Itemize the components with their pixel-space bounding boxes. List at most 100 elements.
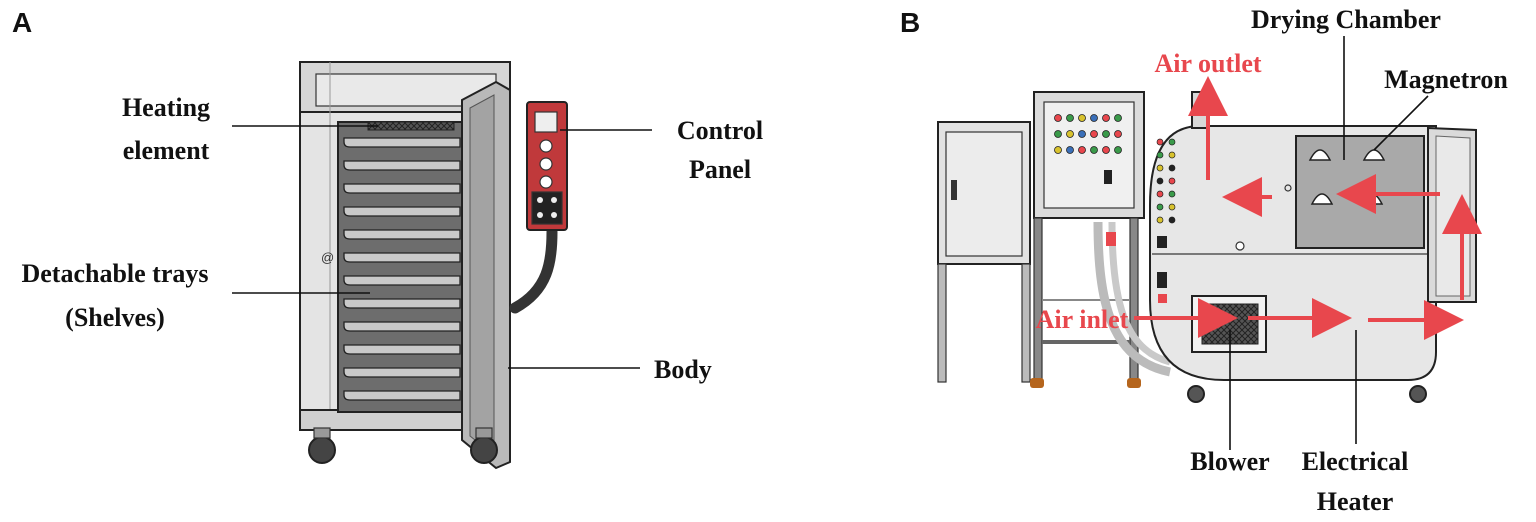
control-light (1078, 114, 1086, 122)
control-light (1078, 146, 1086, 154)
tray-6 (343, 252, 461, 263)
label-trays-line2: (Shelves) (65, 303, 165, 332)
control-light (1066, 114, 1074, 122)
front-light (1156, 138, 1164, 146)
control-lights-group (1054, 114, 1122, 154)
electrical-cabinet-door (945, 131, 1023, 257)
electrical-cabinet-leg-right (1021, 263, 1031, 383)
control-button-block (531, 191, 563, 225)
front-light (1156, 216, 1164, 224)
label-body: Body (654, 355, 712, 384)
control-button-1 (537, 197, 543, 203)
label-air-inlet: Air inlet (1036, 305, 1129, 334)
front-lights-group (1156, 138, 1176, 224)
control-box-switch (1104, 170, 1112, 184)
control-button-4 (551, 212, 557, 218)
front-light (1168, 190, 1176, 198)
front-light (1156, 177, 1164, 185)
tray-10 (343, 344, 461, 355)
control-light (1054, 146, 1062, 154)
front-light (1168, 216, 1176, 224)
tray-3 (343, 183, 461, 194)
front-light (1168, 203, 1176, 211)
tray-5 (343, 229, 461, 240)
control-light (1102, 146, 1110, 154)
wheel-right-mount (475, 427, 493, 439)
control-light (1090, 130, 1098, 138)
dryer-wheel-left (1187, 385, 1205, 403)
magnetron-3 (1310, 193, 1334, 205)
stand-foot-left (1030, 378, 1044, 388)
tray-dryer-cabinet: @ (299, 61, 511, 470)
tray-12 (343, 390, 461, 401)
tray-1 (343, 137, 461, 148)
wheel-right (470, 436, 498, 464)
front-light (1156, 151, 1164, 159)
panel-b-letter: B (900, 7, 920, 38)
stand-foot-right (1127, 378, 1141, 388)
label-control-line1: Control (677, 116, 763, 145)
front-indicator (1158, 294, 1167, 303)
leader-magnetron (1373, 95, 1429, 151)
chamber-pin (1284, 184, 1292, 192)
wheel-left (308, 436, 336, 464)
cabinet-door-mark: @ (321, 250, 334, 265)
dryer-wheel-right (1409, 385, 1427, 403)
control-light (1054, 114, 1062, 122)
cabinet-door-inner (469, 94, 495, 457)
label-magnetron: Magnetron (1384, 65, 1508, 94)
label-heater-line2: Heater (1317, 487, 1394, 516)
trays-group (343, 137, 461, 401)
tray-8 (343, 298, 461, 309)
electrical-cabinet-handle (951, 180, 957, 200)
control-light (1114, 146, 1122, 154)
tray-11 (343, 367, 461, 378)
heating-element-mesh (367, 121, 455, 131)
control-knob-2 (539, 157, 553, 171)
label-heater-line1: Electrical (1302, 447, 1409, 476)
control-cable (509, 226, 558, 314)
label-trays-line1: Detachable trays (21, 259, 208, 288)
magnetron-1 (1308, 149, 1332, 161)
control-button-3 (537, 212, 543, 218)
dryer-door-inner (1435, 135, 1471, 297)
control-light (1102, 130, 1110, 138)
front-light (1168, 177, 1176, 185)
tray-7 (343, 275, 461, 286)
outlet-chimney (1191, 91, 1209, 129)
control-light (1078, 130, 1086, 138)
control-box-stand (1030, 91, 1171, 388)
control-light (1090, 146, 1098, 154)
airflow-arrows (1134, 76, 1482, 340)
panel-a-letter: A (12, 7, 32, 38)
control-light (1114, 114, 1122, 122)
front-light (1156, 190, 1164, 198)
electrical-cabinet (937, 121, 1031, 383)
label-blower: Blower (1190, 447, 1269, 476)
stand-leg-left (1033, 217, 1043, 381)
front-light (1168, 151, 1176, 159)
control-knob-1 (539, 139, 553, 153)
control-light (1090, 114, 1098, 122)
panel-b: B (900, 5, 1508, 516)
control-knob-3 (539, 175, 553, 189)
front-switch-1 (1157, 236, 1167, 248)
hose-clamp (1106, 232, 1116, 246)
hose-2 (1108, 221, 1171, 366)
tray-2 (343, 160, 461, 171)
control-light (1102, 114, 1110, 122)
hose-1 (1093, 221, 1171, 377)
electrical-cabinet-leg-left (937, 263, 947, 383)
control-panel-unit (509, 101, 568, 314)
label-heating-line1: Heating (122, 93, 210, 122)
control-button-2 (551, 197, 557, 203)
front-light (1168, 164, 1176, 172)
label-control-line2: Panel (689, 155, 751, 184)
panel-a: A @ (12, 7, 763, 470)
magnetron-2 (1362, 149, 1386, 161)
label-heating-line2: element (123, 136, 210, 165)
tray-4 (343, 206, 461, 217)
wheel-left-mount (313, 427, 331, 439)
